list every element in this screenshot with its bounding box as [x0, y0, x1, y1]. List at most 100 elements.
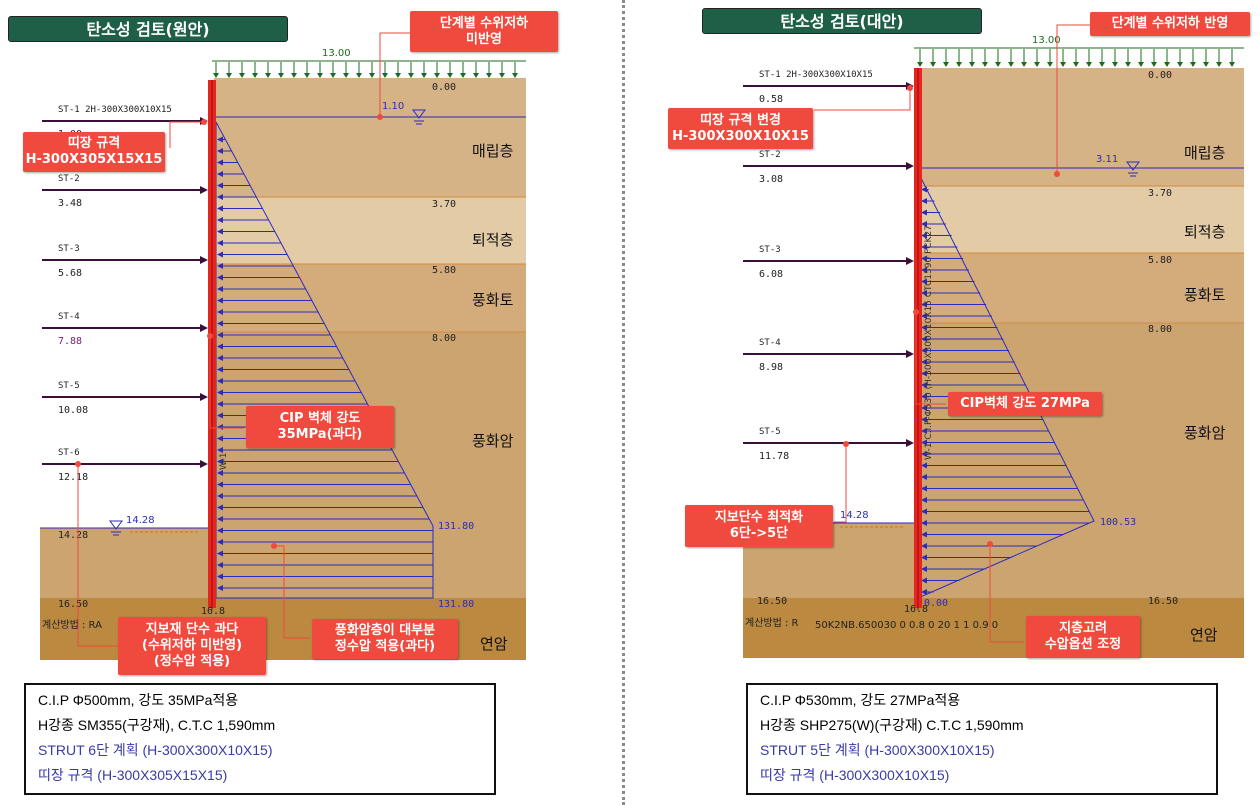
left-summary-line-3: STRUT 6단 계획 (H-300X300X10X15) [38, 742, 273, 758]
left-leader-water [379, 32, 410, 117]
pressure-arrow-head [217, 389, 223, 396]
surcharge-arrow-head [421, 73, 427, 78]
left-leader-strut [77, 464, 118, 647]
right-leader-wale-dot [907, 85, 913, 91]
right-calc-extra: 50K2NB.650030 0 0.8 0 20 1 1 0.9 0 [815, 620, 998, 631]
surcharge-arrow-head [1138, 62, 1144, 67]
right-leader-cip-dot [913, 309, 919, 315]
pressure-arrow-head [217, 539, 223, 545]
right-depth-2: 5.80 [1148, 255, 1172, 266]
right-callout-cip: CIP벽체 강도 27MPa [948, 392, 1102, 416]
pressure-arrow-head [921, 393, 927, 400]
left-layer-name-1: 퇴적층 [472, 231, 513, 249]
pressure-arrow-head [217, 286, 223, 292]
surcharge-arrow-head [304, 73, 310, 78]
pressure-arrow-head [217, 458, 223, 465]
right-layer-name-2: 풍화토 [1184, 286, 1226, 304]
surcharge-arrow-head [969, 62, 975, 67]
surcharge-arrow-head [917, 62, 923, 67]
right-layer-name-4: 연암 [1190, 626, 1218, 644]
pressure-arrow-head [217, 401, 223, 407]
pressure-arrow-head [921, 439, 927, 446]
right-summary: C.I.P Φ530mm, 강도 27MPa적용 H강종 SHP275(W)(구… [746, 683, 1218, 795]
right-leader-hydro [989, 544, 1024, 643]
pressure-arrow-head [921, 221, 927, 227]
pressure-arrow-head [921, 508, 927, 515]
pressure-arrow-head [921, 198, 927, 204]
pressure-arrow-head [921, 313, 927, 319]
left-leader-strut-dot [75, 461, 81, 467]
left-load-value: 13.00 [322, 48, 351, 59]
right-layer-name-0: 매립층 [1184, 144, 1225, 162]
right-surcharge-arrows [917, 49, 1235, 67]
strut-arrow-head [906, 162, 914, 170]
surcharge-arrow-head [1229, 62, 1235, 67]
left-wall-mark: W-1 [219, 452, 229, 470]
surcharge-arrow-head [460, 73, 466, 78]
right-leader-hydro-dot [987, 541, 993, 547]
strut-label: ST-3 [58, 244, 80, 254]
pressure-arrow-head [921, 301, 927, 308]
surcharge-arrow-head [434, 73, 440, 78]
surcharge-arrow-head [499, 73, 505, 78]
pressure-arrow-head [217, 148, 223, 154]
pressure-arrow-head [217, 412, 223, 419]
left-callout-strut-count: 지보재 단수 과다(수위저하 미반영)(정수압 적용) [118, 617, 266, 675]
strut-depth: 3.48 [58, 198, 82, 209]
pressure-arrow-head [217, 136, 223, 143]
surcharge-arrow-head [226, 73, 232, 78]
pressure-arrow-head [217, 447, 223, 453]
pressure-arrow-head [217, 217, 223, 223]
surcharge-arrow-head [1034, 62, 1040, 67]
right-water-in-icon [1126, 161, 1140, 177]
surcharge-arrow-head [330, 73, 336, 78]
right-summary-line-1: C.I.P Φ530mm, 강도 27MPa적용 [760, 692, 961, 708]
surcharge-arrow-head [252, 73, 258, 78]
left-water-out-label: 14.28 [126, 515, 155, 526]
surcharge-arrow-head [943, 62, 949, 67]
pressure-arrow-head [921, 577, 927, 584]
right-layer-name-1: 퇴적층 [1184, 223, 1225, 241]
pressure-arrow-head [217, 378, 223, 384]
surcharge-arrow-head [956, 62, 962, 67]
pressure-arrow-head [217, 332, 223, 338]
left-summary-line-2: H강종 SM355(구강재), C.T.C 1,590mm [38, 717, 276, 733]
surcharge-arrow-head [982, 62, 988, 67]
left-water-in-icon [412, 109, 426, 125]
pressure-arrow-head [921, 405, 927, 411]
surcharge-arrow-head [1203, 62, 1209, 67]
surcharge-arrow-head [1073, 62, 1079, 67]
right-depth-4: 16.50 [757, 596, 787, 607]
right-summary-line-2: H강종 SHP275(W)(구강재) C.T.C 1,590mm [760, 717, 1024, 733]
right-leader-strut [834, 444, 847, 523]
left-water-out-icon [109, 520, 123, 536]
right-title: 탄소성 검토(대안) [702, 8, 982, 34]
pressure-arrow-head [217, 251, 223, 258]
pressure-arrow-head [217, 470, 223, 476]
pressure-arrow-head [217, 355, 223, 361]
pressure-arrow-head [921, 324, 927, 331]
left-water-in-label: 1.10 [382, 101, 404, 112]
strut-arrow-head [200, 324, 208, 332]
surcharge-arrow-head [291, 73, 297, 78]
right-summary-line-3: STRUT 5단 계획 (H-300X300X10X15) [760, 742, 995, 758]
pressure-arrow-head [217, 263, 223, 269]
strut-depth: 11.78 [759, 451, 789, 462]
surcharge-arrow-head [930, 62, 936, 67]
strut-arrow-head [200, 256, 208, 264]
left-depth-2: 5.80 [432, 265, 456, 276]
surcharge-arrow-head [1151, 62, 1157, 67]
left-wall-end: 16.8 [201, 606, 225, 617]
pressure-arrow-head [217, 240, 223, 246]
strut-depth: 7.88 [58, 336, 82, 347]
left-leader-cip-dot [207, 333, 213, 339]
left-depth-0: 0.00 [432, 82, 456, 93]
surcharge-arrow-head [486, 73, 492, 78]
surcharge-arrow-head [1047, 62, 1053, 67]
surcharge-arrow-head [1177, 62, 1183, 67]
pressure-arrow-head [921, 290, 927, 296]
surcharge-arrow-head [395, 73, 401, 78]
left-layer-name-3: 풍화암 [472, 432, 514, 450]
